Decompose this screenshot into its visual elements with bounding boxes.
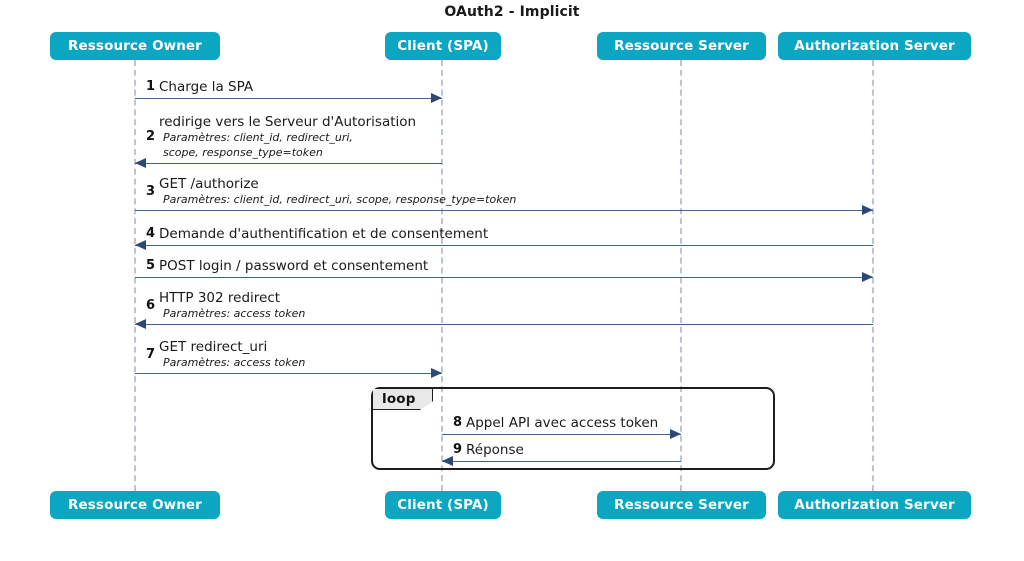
message-params-6-0: Paramètres: access token (163, 307, 306, 320)
lifeline-as (872, 60, 874, 491)
message-arrowhead-2 (135, 158, 146, 168)
message-text-8: Appel API avec access token (466, 415, 658, 431)
actor-foot-client[interactable]: Client (SPA) (385, 491, 501, 519)
message-line-7 (135, 373, 442, 374)
message-number-4: 4 (145, 226, 155, 241)
message-label-2: redirige vers le Serveur d'Autorisation (159, 114, 417, 130)
lifeline-rs (680, 60, 682, 491)
message-arrowhead-8 (670, 429, 681, 439)
message-text-5: POST login / password et consentement (159, 258, 428, 274)
message-label-9: Réponse (466, 442, 524, 458)
message-params-3-0: Paramètres: client_id, redirect_uri, sco… (163, 193, 517, 206)
actor-head-rs[interactable]: Ressource Server (597, 32, 766, 60)
message-label-8: Appel API avec access token (466, 415, 659, 431)
actor-head-client[interactable]: Client (SPA) (385, 32, 501, 60)
message-label-4: Demande d'authentification et de consent… (159, 226, 489, 242)
message-line-1 (135, 98, 442, 99)
message-text-4: Demande d'authentification et de consent… (159, 226, 488, 242)
loop-frame-label: loop (373, 389, 433, 410)
actor-head-owner[interactable]: Ressource Owner (50, 32, 220, 60)
message-arrowhead-6 (135, 319, 146, 329)
message-number-5: 5 (145, 258, 155, 273)
message-number-2: 2 (145, 129, 155, 144)
message-arrowhead-1 (431, 93, 442, 103)
message-arrowhead-3 (862, 205, 873, 215)
message-number-3: 3 (145, 183, 155, 199)
message-number-7: 7 (145, 346, 155, 362)
message-label-3: GET /authorize (159, 176, 259, 192)
message-label-5: POST login / password et consentement (159, 258, 429, 274)
message-line-4 (135, 245, 873, 246)
actor-head-as[interactable]: Authorization Server (778, 32, 971, 60)
message-line-2 (135, 163, 442, 164)
actor-foot-owner[interactable]: Ressource Owner (50, 491, 220, 519)
lifeline-client (441, 60, 443, 491)
actor-foot-as[interactable]: Authorization Server (778, 491, 971, 519)
message-label-6: HTTP 302 redirect (159, 290, 281, 306)
message-number-6: 6 (145, 297, 155, 313)
message-number-8: 8 (452, 415, 462, 430)
message-line-6 (135, 324, 873, 325)
page-title: OAuth2 - Implicit (444, 4, 580, 20)
message-text-1: Charge la SPA (159, 79, 253, 95)
message-arrowhead-9 (442, 456, 453, 466)
lifeline-owner (134, 60, 136, 491)
message-label-7: GET redirect_uri (159, 339, 268, 355)
message-text-9: Réponse (466, 442, 524, 458)
message-label-1: Charge la SPA (159, 79, 254, 95)
loop-frame (371, 387, 775, 470)
message-number-1: 1 (145, 79, 155, 94)
actor-foot-rs[interactable]: Ressource Server (597, 491, 766, 519)
message-params-2-1: scope, response_type=token (163, 146, 323, 159)
message-params-7-0: Paramètres: access token (163, 356, 306, 369)
message-line-5 (135, 277, 873, 278)
message-params-2-0: Paramètres: client_id, redirect_uri, (163, 131, 353, 144)
message-arrowhead-7 (431, 368, 442, 378)
message-line-3 (135, 210, 873, 211)
message-line-8 (442, 434, 681, 435)
message-arrowhead-4 (135, 240, 146, 250)
message-arrowhead-5 (862, 272, 873, 282)
message-line-9 (442, 461, 681, 462)
message-number-9: 9 (452, 442, 462, 457)
